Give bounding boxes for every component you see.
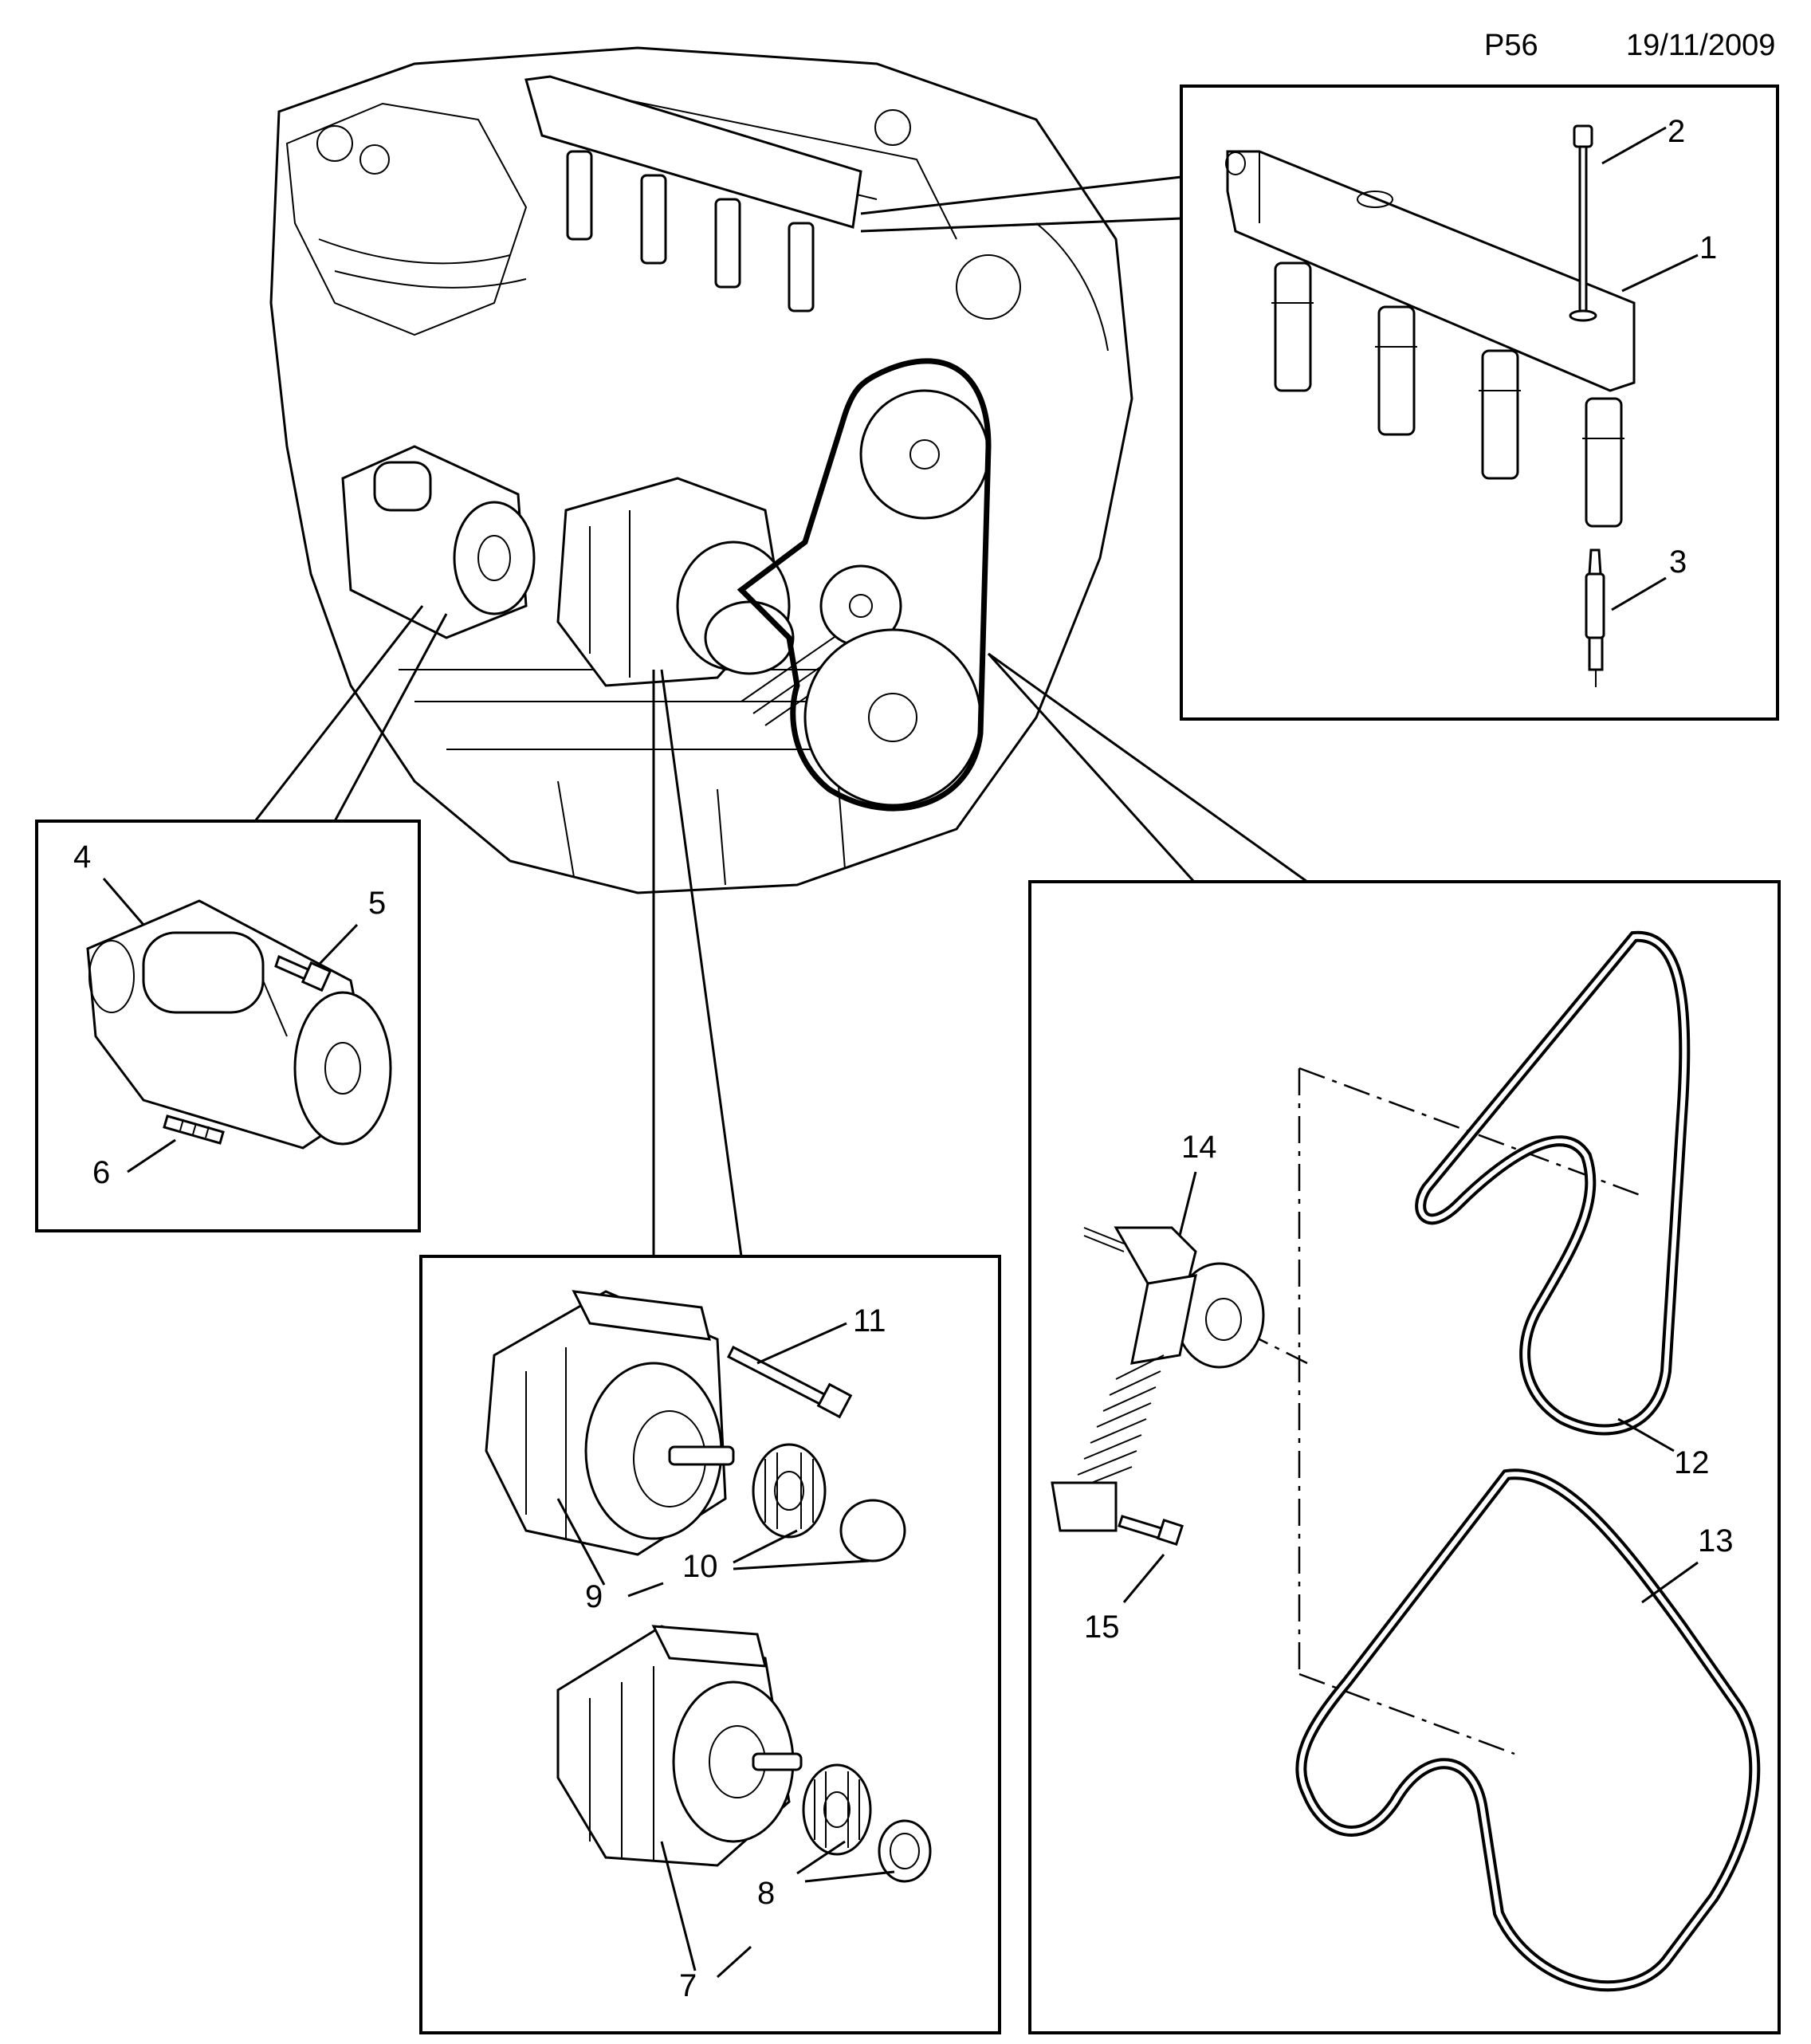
leader-14 [1178,1171,1197,1236]
callout-9: 9 [585,1579,603,1614]
belt-tensioner-detail-box [1028,880,1781,2034]
engine-belt-drive [737,358,992,812]
alternator-lower-part [556,1625,803,1867]
starter-bolt-part [274,954,332,993]
alternator-upper-part [485,1290,735,1556]
engine-assembly [269,46,1133,894]
leader-10a [733,1529,798,1564]
diagram-date: 19/11/2009 [1626,29,1776,62]
callout-15: 15 [1084,1610,1120,1645]
alternator-leader-right [660,669,743,1257]
drive-belt-long-part [1295,1468,1761,1992]
callout-7: 7 [679,1968,697,2003]
ignition-leader-lower [860,217,1182,233]
leader-8b [804,1870,895,1883]
leader-6 [127,1138,176,1173]
ignition-coil-part [1225,150,1636,528]
alternator-bolt-part [726,1345,853,1419]
leader-4 [102,878,145,926]
leader-9-tick [627,1582,664,1598]
alternator-pulley-lower-part [802,1763,872,1856]
leader-2 [1601,126,1667,165]
starter-leader-left [253,605,424,822]
callout-3: 3 [1669,544,1687,580]
spark-plug-part [1585,548,1605,687]
callout-6: 6 [92,1155,110,1190]
belt-leader-right [988,652,1308,883]
alternator-pulley-upper-part [752,1443,827,1539]
leader-15 [1122,1554,1165,1603]
tensioner-bolt-part [1118,1515,1184,1547]
leader-1 [1621,254,1699,293]
leader-12 [1617,1417,1675,1452]
leader-8a [796,1840,846,1875]
belt-tensioner-part [1051,1226,1265,1532]
leader-9 [556,1498,606,1586]
starter-leader-right [333,613,448,822]
leader-7 [660,1841,697,1971]
coil-bolt-part [1569,124,1597,322]
callout-4: 4 [73,839,91,875]
leader-13 [1641,1561,1699,1604]
callout-10: 10 [682,1549,718,1584]
callout-5: 5 [368,886,386,921]
callout-11: 11 [853,1303,886,1338]
engine-alternator [556,477,795,687]
callout-1: 1 [1699,230,1717,265]
engine-starter-motor [341,445,536,639]
starter-stud-part [163,1114,225,1145]
callout-13: 13 [1698,1523,1734,1559]
leader-11 [756,1322,847,1365]
pulley-washer-lower-part [878,1819,932,1883]
callout-14: 14 [1181,1130,1217,1165]
callout-12: 12 [1674,1445,1710,1480]
leader-3 [1611,576,1667,611]
callout-8: 8 [757,1876,775,1911]
ignition-leader-upper [860,175,1182,215]
drive-belt-short-part [1415,930,1691,1436]
alignment-line-belt-13 [1298,1673,1515,1755]
leader-7-tick [716,1945,752,1979]
callout-2: 2 [1668,114,1685,149]
leader-10b [733,1559,870,1570]
page-code: P56 [1484,29,1538,62]
leader-5 [317,923,359,966]
starter-motor-part [86,899,392,1150]
engine-ignition-coil [524,75,862,312]
belt-leader-left [987,652,1196,883]
pulley-cap-upper-part [839,1499,906,1562]
